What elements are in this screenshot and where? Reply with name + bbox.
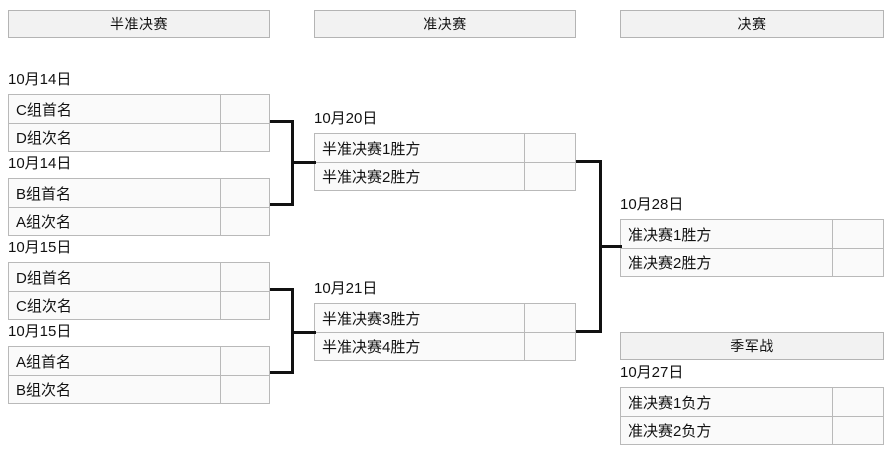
- connector-qf2-to-sf1: [270, 203, 294, 206]
- table-row[interactable]: C组首名: [9, 95, 269, 123]
- match-date: 10月27日: [620, 364, 684, 381]
- table-row[interactable]: A组次名: [9, 207, 269, 235]
- table-row[interactable]: 准决赛2负方: [621, 416, 883, 444]
- team-name: C组次名: [16, 298, 72, 315]
- match-date: 10月21日: [314, 280, 378, 297]
- round-header-final: 决赛: [620, 10, 884, 38]
- round-header-label: 半准决赛: [110, 16, 168, 32]
- team-score: [220, 376, 269, 403]
- match-date: 10月15日: [8, 239, 72, 256]
- match-final[interactable]: 准决赛1胜方 准决赛2胜方: [620, 219, 884, 277]
- team-name: 半准决赛3胜方: [322, 310, 421, 328]
- table-row[interactable]: D组首名: [9, 263, 269, 291]
- match-date: 10月15日: [8, 323, 72, 340]
- team-name: A组首名: [16, 353, 72, 371]
- match-date: 10月28日: [620, 196, 684, 213]
- table-row[interactable]: 准决赛1负方: [621, 388, 883, 416]
- team-name: A组次名: [16, 214, 72, 231]
- round-header-third-place: 季军战: [620, 332, 884, 360]
- connector-qf1-to-sf1: [270, 120, 294, 123]
- round-header-quarterfinals: 半准决赛: [8, 10, 270, 38]
- team-name: 准决赛2负方: [628, 423, 712, 440]
- match-date: 10月20日: [314, 110, 378, 127]
- team-score: [832, 220, 883, 248]
- table-row[interactable]: 半准决赛2胜方: [315, 162, 575, 190]
- team-score: [220, 179, 269, 207]
- table-row[interactable]: B组次名: [9, 375, 269, 403]
- connector-sf1-to-final: [576, 160, 602, 163]
- match-date: 10月14日: [8, 71, 72, 88]
- connector-stem-final: [599, 245, 622, 248]
- connector-qf4-to-sf2: [270, 371, 294, 374]
- team-score: [524, 333, 575, 360]
- table-row[interactable]: 半准决赛4胜方: [315, 332, 575, 360]
- connector-sf2-to-final: [576, 330, 602, 333]
- team-score: [832, 417, 883, 444]
- team-name: B组次名: [16, 382, 72, 399]
- team-name: 半准决赛1胜方: [322, 140, 421, 158]
- team-name: 准决赛1胜方: [628, 226, 712, 244]
- table-row[interactable]: 半准决赛1胜方: [315, 134, 575, 162]
- team-score: [220, 208, 269, 235]
- team-score: [524, 163, 575, 190]
- team-name: 半准决赛4胜方: [322, 339, 421, 356]
- match-quarterfinal-3[interactable]: D组首名 C组次名: [8, 262, 270, 320]
- team-name: C组首名: [16, 101, 72, 119]
- table-row[interactable]: 半准决赛3胜方: [315, 304, 575, 332]
- match-semifinal-1[interactable]: 半准决赛1胜方 半准决赛2胜方: [314, 133, 576, 191]
- table-row[interactable]: C组次名: [9, 291, 269, 319]
- round-header-semifinals: 准决赛: [314, 10, 576, 38]
- team-score: [220, 292, 269, 319]
- connector-stem-sf2: [291, 331, 316, 334]
- team-score: [524, 304, 575, 332]
- team-name: B组首名: [16, 185, 72, 203]
- team-score: [832, 388, 883, 416]
- team-name: 准决赛1负方: [628, 394, 712, 412]
- table-row[interactable]: 准决赛2胜方: [621, 248, 883, 276]
- team-name: 半准决赛2胜方: [322, 169, 421, 186]
- table-row[interactable]: A组首名: [9, 347, 269, 375]
- team-name: D组首名: [16, 269, 72, 287]
- team-score: [220, 124, 269, 151]
- match-quarterfinal-1[interactable]: C组首名 D组次名: [8, 94, 270, 152]
- match-quarterfinal-4[interactable]: A组首名 B组次名: [8, 346, 270, 404]
- team-score: [220, 95, 269, 123]
- connector-stem-sf1: [291, 161, 316, 164]
- match-third-place[interactable]: 准决赛1负方 准决赛2负方: [620, 387, 884, 445]
- round-header-label: 准决赛: [423, 16, 467, 32]
- team-score: [220, 263, 269, 291]
- round-header-label: 季军战: [730, 338, 774, 354]
- match-quarterfinal-2[interactable]: B组首名 A组次名: [8, 178, 270, 236]
- connector-qf3-to-sf2: [270, 288, 294, 291]
- round-header-label: 决赛: [737, 16, 767, 32]
- team-score: [832, 249, 883, 276]
- table-row[interactable]: B组首名: [9, 179, 269, 207]
- match-semifinal-2[interactable]: 半准决赛3胜方 半准决赛4胜方: [314, 303, 576, 361]
- team-score: [220, 347, 269, 375]
- team-name: 准决赛2胜方: [628, 255, 712, 272]
- table-row[interactable]: 准决赛1胜方: [621, 220, 883, 248]
- table-row[interactable]: D组次名: [9, 123, 269, 151]
- team-score: [524, 134, 575, 162]
- team-name: D组次名: [16, 130, 72, 147]
- match-date: 10月14日: [8, 155, 72, 172]
